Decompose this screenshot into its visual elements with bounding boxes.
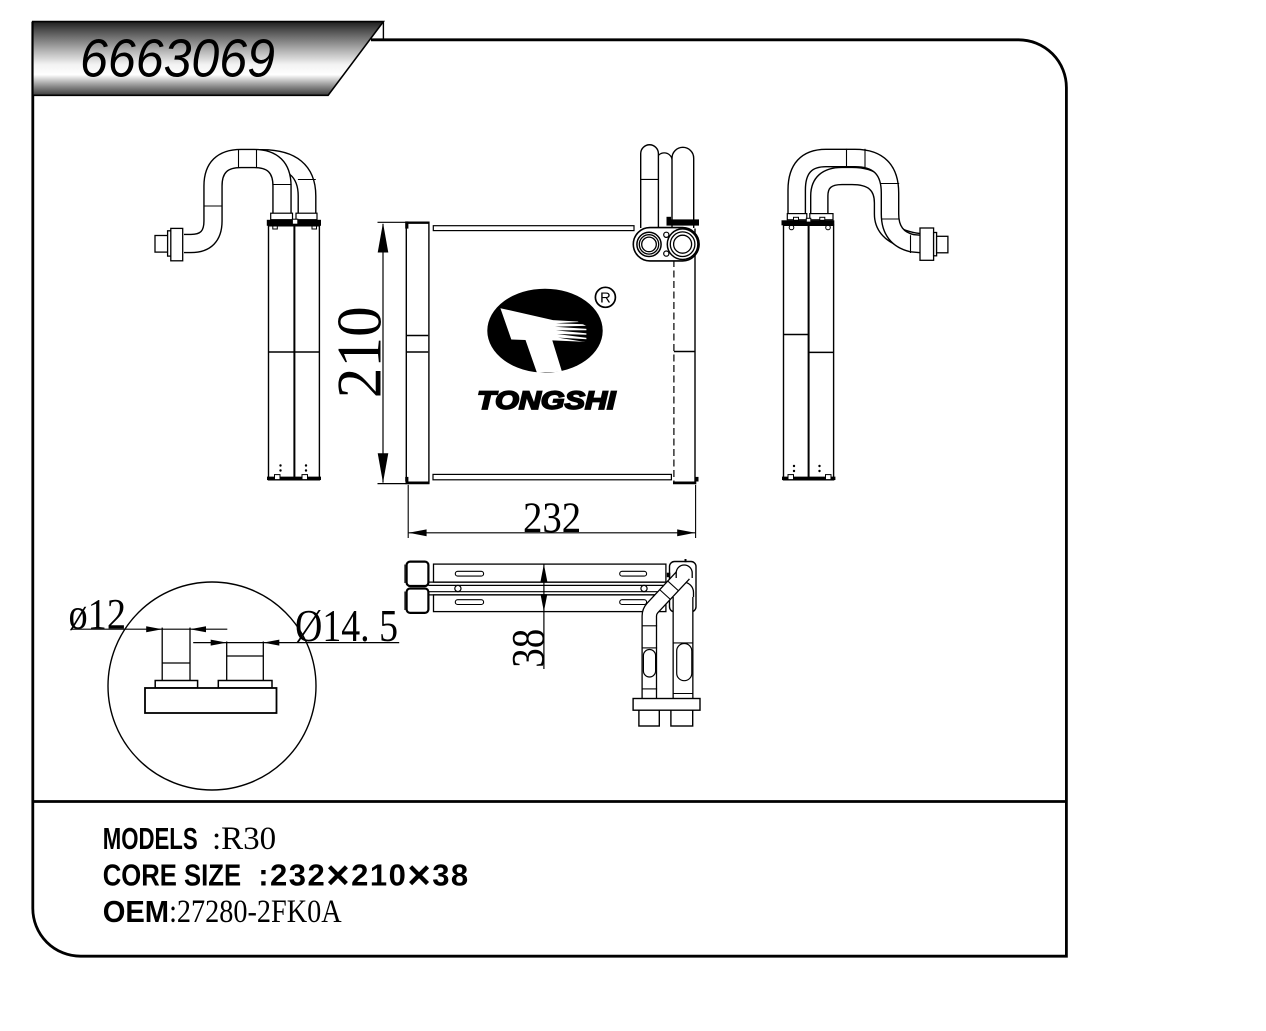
svg-text::27280-2FK0A: :27280-2FK0A xyxy=(169,894,342,930)
svg-text::R30: :R30 xyxy=(212,821,276,857)
svg-text:MODELS: MODELS xyxy=(103,821,198,856)
svg-text:R: R xyxy=(600,290,611,307)
svg-text:CORE SIZE: CORE SIZE xyxy=(103,857,241,892)
svg-text:OEM: OEM xyxy=(103,894,169,929)
svg-text:38: 38 xyxy=(502,629,554,668)
svg-text:Ø14. 5: Ø14. 5 xyxy=(295,600,398,651)
svg-text::232×210×38: :232×210×38 xyxy=(258,853,469,897)
svg-text:ø12: ø12 xyxy=(69,591,127,638)
svg-text:TONGSHI: TONGSHI xyxy=(477,387,617,415)
svg-text:232: 232 xyxy=(523,495,581,542)
svg-text:210: 210 xyxy=(324,306,395,398)
svg-text:6663069: 6663069 xyxy=(80,29,275,89)
